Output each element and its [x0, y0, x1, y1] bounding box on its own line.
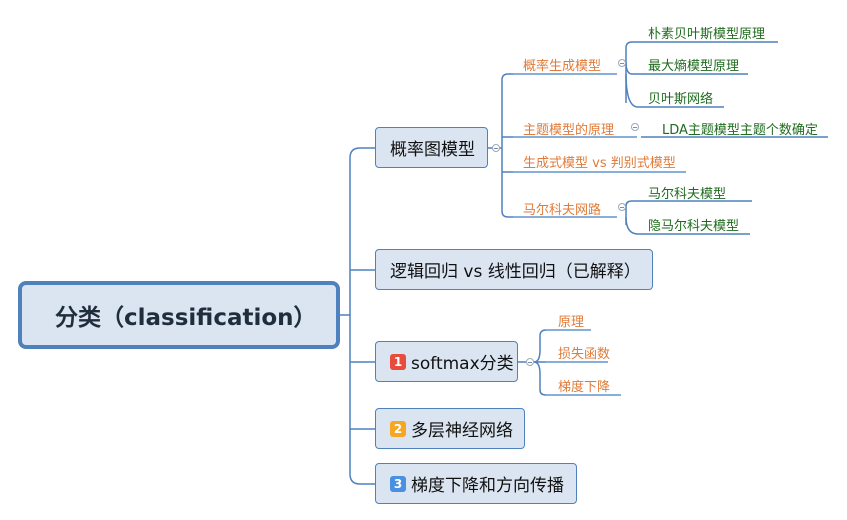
subtopic-gradient-descent[interactable]: 梯度下降: [558, 380, 611, 395]
branch-mlp[interactable]: 2 多层神经网络: [375, 408, 525, 449]
subtopic-generative-vs-discriminative[interactable]: 生成式模型 vs 判别式模型: [523, 156, 676, 171]
collapse-toggle-icon[interactable]: [618, 203, 626, 211]
subtopic-principle[interactable]: 原理: [558, 315, 585, 330]
leaf-hidden-markov-model[interactable]: 隐马尔科夫模型: [648, 219, 740, 234]
subtopic-loss-function[interactable]: 损失函数: [558, 347, 611, 362]
priority-3-icon: 3: [390, 475, 406, 492]
leaf-lda-topic-count[interactable]: LDA主题模型主题个数确定: [662, 123, 818, 138]
leaf-max-entropy[interactable]: 最大熵模型原理: [648, 59, 740, 74]
branch-label: 概率图模型: [390, 140, 475, 160]
collapse-toggle-icon[interactable]: [526, 358, 534, 366]
collapse-toggle-icon[interactable]: [492, 144, 500, 152]
branch-label: 梯度下降和方向传播: [411, 476, 564, 496]
root-node[interactable]: 分类（classification）: [18, 281, 340, 349]
branch-label: softmax分类: [411, 354, 514, 374]
leaf-markov-model[interactable]: 马尔科夫模型: [648, 187, 727, 202]
branch-softmax[interactable]: 1 softmax分类: [375, 341, 518, 382]
branch-label: 逻辑回归 vs 线性回归（已解释）: [390, 262, 641, 282]
branch-label: 多层神经网络: [411, 421, 513, 441]
leaf-bayesian-network[interactable]: 贝叶斯网络: [648, 92, 714, 107]
collapse-toggle-icon[interactable]: [631, 123, 639, 131]
subtopic-markov-network[interactable]: 马尔科夫网路: [523, 203, 602, 218]
priority-2-icon: 2: [390, 420, 406, 437]
branch-probabilistic-graphical-models[interactable]: 概率图模型: [375, 127, 488, 168]
subtopic-topic-model[interactable]: 主题模型的原理: [523, 123, 615, 138]
branch-gradient-descent-backprop[interactable]: 3 梯度下降和方向传播: [375, 463, 577, 504]
collapse-toggle-icon[interactable]: [618, 59, 626, 67]
priority-1-icon: 1: [390, 353, 406, 370]
root-label: 分类（classification）: [55, 305, 317, 331]
subtopic-generative-probabilistic[interactable]: 概率生成模型: [523, 59, 602, 74]
branch-logistic-vs-linear[interactable]: 逻辑回归 vs 线性回归（已解释）: [375, 249, 653, 290]
leaf-naive-bayes[interactable]: 朴素贝叶斯模型原理: [648, 27, 766, 42]
